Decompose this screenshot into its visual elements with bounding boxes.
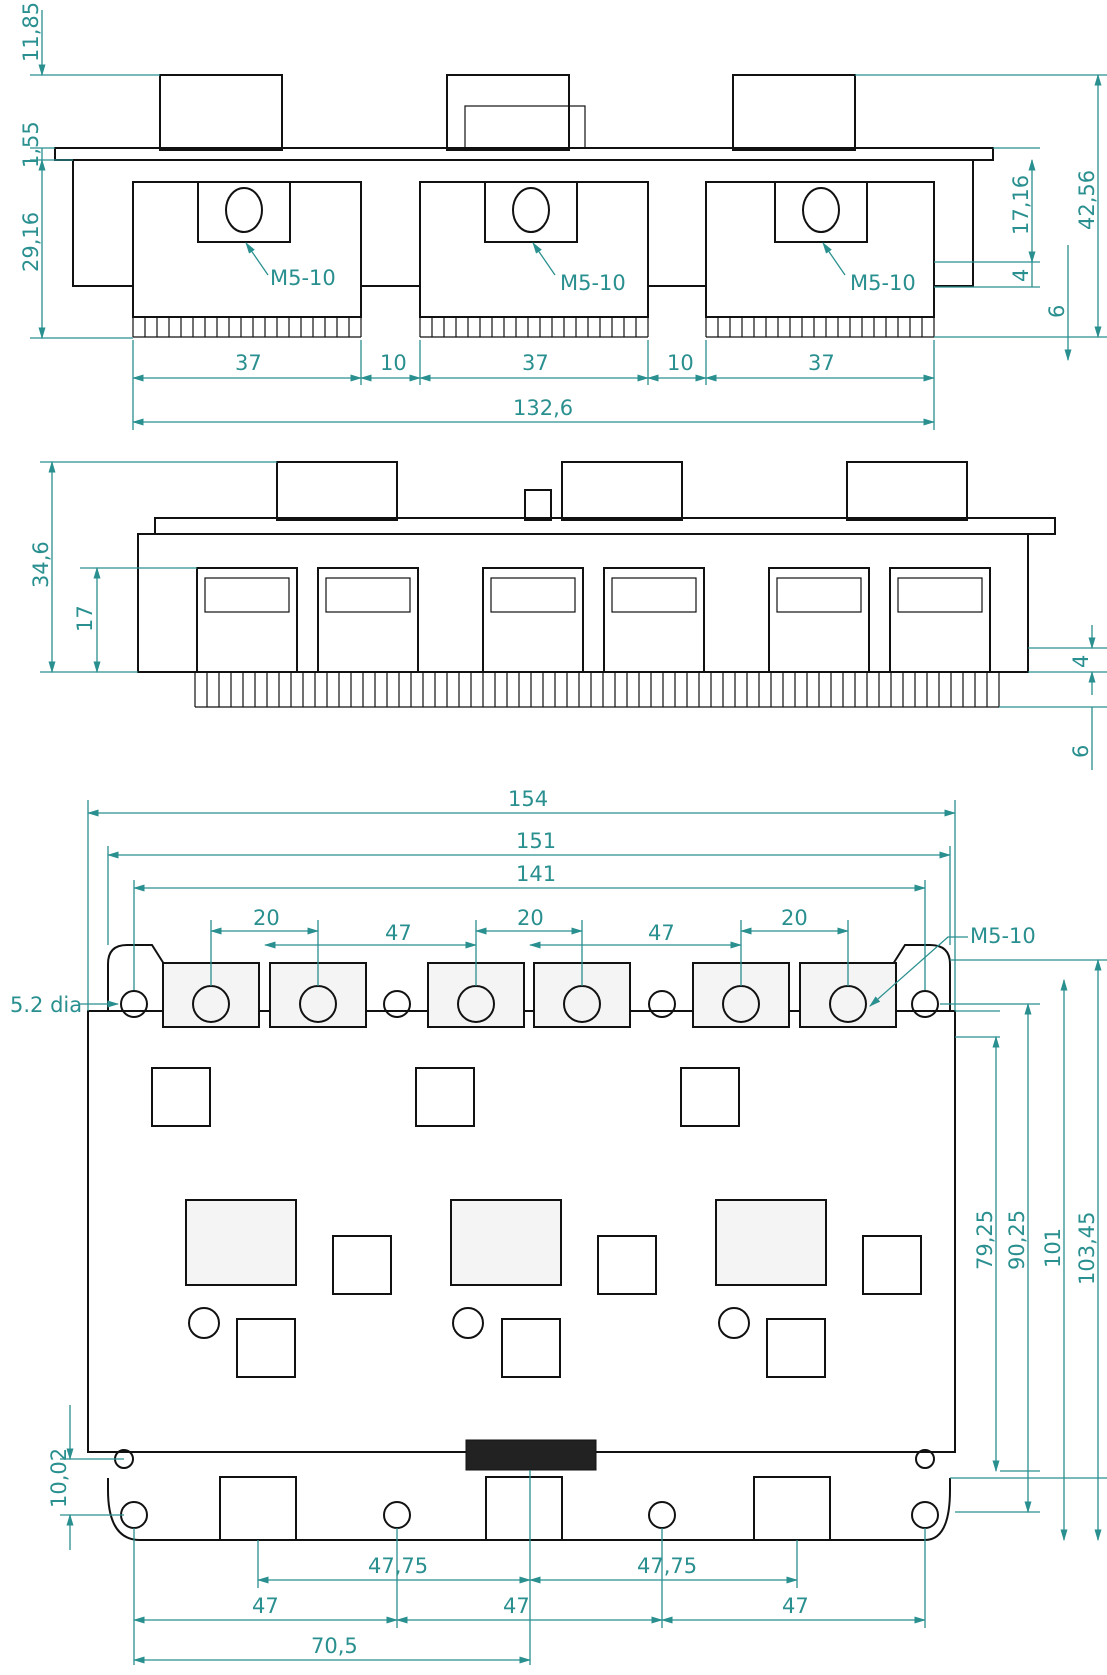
- front-left-dims: 34,6 17: [29, 460, 277, 674]
- control-cell-3: [680, 1067, 922, 1378]
- top-dim-90-25: 90,25: [1005, 1210, 1029, 1270]
- top-dim-47-75-a: 47,75: [368, 1554, 428, 1578]
- top-dim-47-b: 47: [648, 921, 675, 945]
- side-dim-42-56: 42,56: [1075, 170, 1099, 230]
- front-dim-4: 4: [1069, 655, 1093, 668]
- top-dim-47-a: 47: [385, 921, 412, 945]
- front-dim-34-6: 34,6: [29, 541, 53, 588]
- side-dim-6: 6: [1045, 305, 1069, 318]
- top-dim-103-45: 103,45: [1075, 1212, 1099, 1285]
- side-dim-37-a: 37: [235, 351, 262, 375]
- top-view: 154 151 141 20 47 20 47 20 M5-10 5.2 dia: [10, 787, 1107, 1665]
- top-dim-154: 154: [508, 787, 548, 811]
- side-dim-29-16: 29,16: [19, 212, 43, 272]
- side-dim-37-b: 37: [522, 351, 549, 375]
- bottom-mounts: [120, 1439, 939, 1541]
- side-view-body: [54, 74, 994, 338]
- front-right-dims: 4 6: [999, 625, 1107, 770]
- top-width-dims: 154 151 141: [86, 787, 957, 1011]
- top-bottom-dims: 47,75 47,75 47 47 47 70,5: [132, 1470, 927, 1665]
- side-dim-11-85: 11,85: [19, 2, 43, 62]
- top-view-body: [87, 944, 956, 1541]
- side-callout-3: M5-10: [850, 271, 916, 295]
- side-pins-left: [132, 317, 935, 338]
- control-cell-1: [151, 1067, 392, 1378]
- side-dim-37-c: 37: [808, 351, 835, 375]
- top-dim-20-a: 20: [253, 906, 280, 930]
- front-dim-6: 6: [1069, 745, 1093, 758]
- top-dim-47-75-b: 47,75: [637, 1554, 697, 1578]
- top-dim-47-c-bottom: 47: [782, 1594, 809, 1618]
- side-left-dims: 11,85 1,55 29,16: [19, 2, 160, 340]
- top-dim-141: 141: [516, 862, 556, 886]
- top-callout-m5: M5-10: [970, 924, 1036, 948]
- side-dim-17-16: 17,16: [1009, 175, 1033, 235]
- top-dim-10-02: 10,02: [47, 1448, 71, 1508]
- top-spacing-dims: 20 47 20 47 20: [209, 906, 850, 986]
- side-view: M5-10 M5-10 M5-10 11,85 1,55 29,16 17,16…: [19, 2, 1107, 430]
- front-dim-17: 17: [73, 605, 97, 632]
- top-dim-70-5: 70,5: [311, 1634, 358, 1658]
- side-dim-10-b: 10: [667, 351, 694, 375]
- top-dim-79-25: 79,25: [973, 1210, 997, 1270]
- side-dim-132-6: 132,6: [513, 396, 573, 420]
- front-view: 34,6 17 4 6: [29, 460, 1107, 770]
- side-callouts: M5-10 M5-10 M5-10: [245, 242, 916, 295]
- control-cell-2: [415, 1067, 657, 1378]
- side-right-dims: 17,16 4 6 42,56: [855, 73, 1107, 362]
- top-terminals: [120, 962, 939, 1028]
- top-dim-151: 151: [516, 829, 556, 853]
- side-dim-4: 4: [1009, 269, 1033, 282]
- side-callout-1: M5-10: [270, 266, 336, 290]
- top-dim-47-a-bottom: 47: [252, 1594, 279, 1618]
- top-left-offset: 10,02: [47, 1405, 124, 1550]
- top-callouts: M5-10 5.2 dia: [10, 924, 1036, 1017]
- top-height-dims: 79,25 90,25 101 103,45: [940, 958, 1107, 1542]
- top-dim-20-c: 20: [781, 906, 808, 930]
- front-view-body: [137, 461, 1056, 708]
- side-dim-10-a: 10: [380, 351, 407, 375]
- top-dim-20-b: 20: [517, 906, 544, 930]
- hole-label: 5.2 dia: [10, 993, 82, 1017]
- top-dim-47-b-bottom: 47: [503, 1594, 530, 1618]
- top-dim-101: 101: [1041, 1228, 1065, 1268]
- side-callout-2: M5-10: [560, 271, 626, 295]
- side-dim-1-55: 1,55: [19, 121, 43, 168]
- side-bottom-dims: 37 10 37 10 37 132,6: [131, 340, 936, 430]
